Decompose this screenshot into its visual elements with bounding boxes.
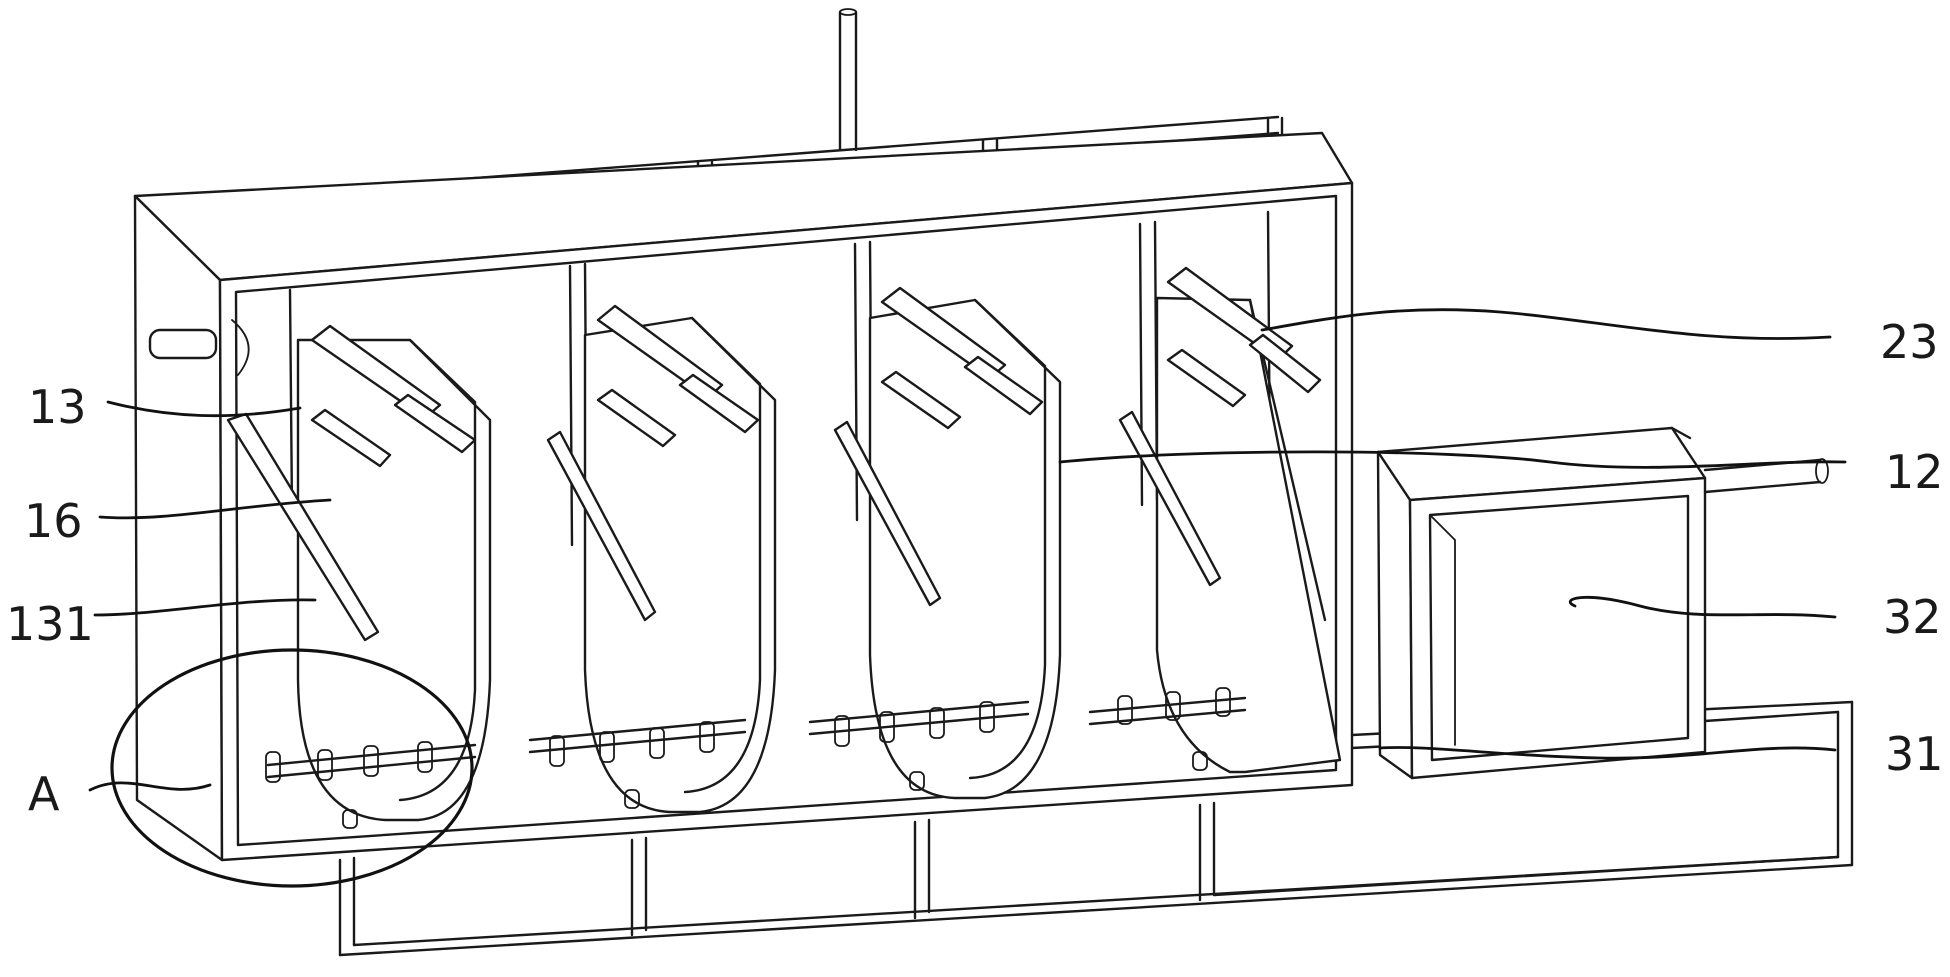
part-labels: 13 16 131 A 23 12 32 31	[6, 315, 1944, 821]
base-frame	[338, 700, 1854, 957]
label-13: 13	[28, 380, 87, 434]
u-channels	[296, 296, 1342, 822]
label-31: 31	[1885, 727, 1944, 781]
label-23: 23	[1880, 315, 1939, 369]
tank-body	[133, 131, 1354, 862]
outlet-box	[1376, 426, 1829, 780]
label-16: 16	[24, 494, 83, 548]
detail-circle-a	[110, 648, 474, 888]
label-12: 12	[1885, 445, 1944, 499]
nozzle-strips	[310, 266, 1322, 468]
label-131: 131	[6, 597, 94, 651]
aerator-pipes	[265, 687, 1247, 829]
label-32: 32	[1883, 590, 1942, 644]
leader-lines	[88, 308, 1847, 792]
label-a: A	[28, 767, 60, 821]
